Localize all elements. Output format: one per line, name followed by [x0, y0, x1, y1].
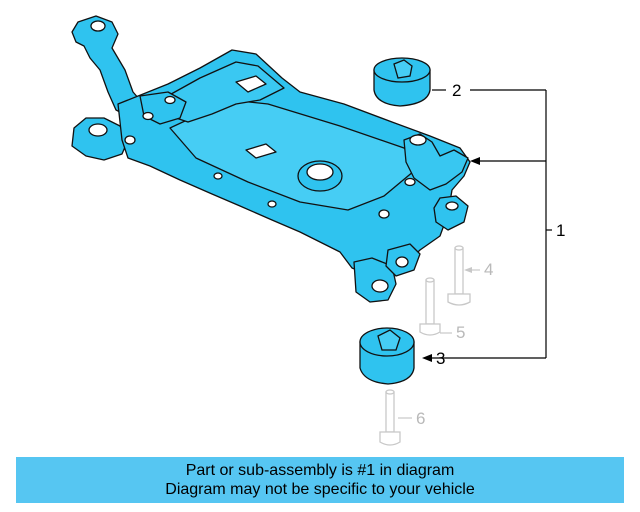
leader-arrows-faded	[464, 267, 472, 273]
mount-bushing-part-3[interactable]	[359, 327, 415, 385]
banner-line-1: Part or sub-assembly is #1 in diagram	[185, 462, 455, 479]
bolt-part-4[interactable]	[447, 245, 471, 306]
info-banner: Part or sub-assembly is #1 in diagram Di…	[16, 457, 624, 503]
bolt-part-5[interactable]	[419, 277, 441, 336]
mount-bushing-part-2[interactable]	[373, 57, 431, 107]
subframe-part-1[interactable]	[71, 15, 471, 303]
callout-3: 3	[436, 349, 445, 368]
callout-2: 2	[452, 81, 461, 100]
callout-5: 5	[456, 323, 465, 342]
leader-lines	[432, 89, 552, 359]
callout-4: 4	[484, 260, 493, 279]
callout-6: 6	[416, 409, 425, 428]
leader-arrows	[422, 157, 480, 362]
callout-1: 1	[556, 221, 565, 240]
banner-line-2: Diagram may not be specific to your vehi…	[165, 481, 475, 498]
bolt-part-6[interactable]	[379, 389, 401, 446]
